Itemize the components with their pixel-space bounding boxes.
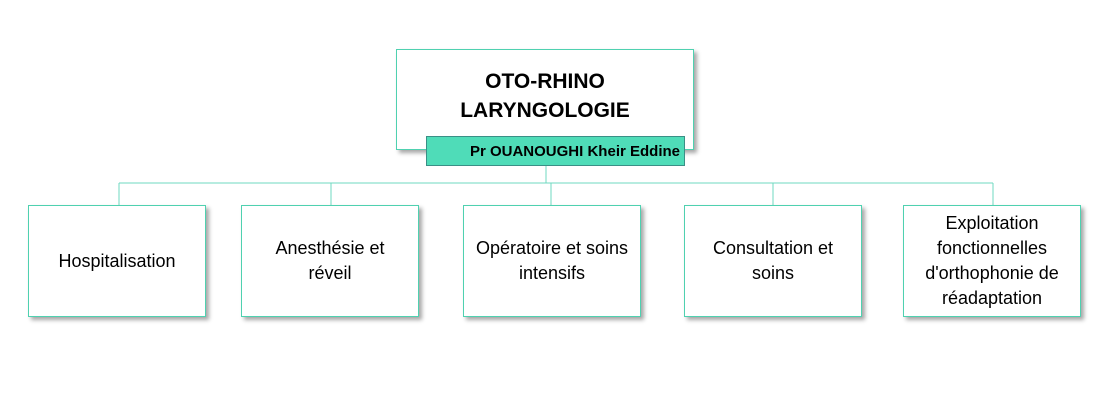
root-node-orl: OTO-RHINO LARYNGOLOGIE bbox=[396, 49, 694, 150]
node-consultation-soins: Consultation et soins bbox=[684, 205, 862, 317]
head-of-department-label: Pr OUANOUGHI Kheir Eddine bbox=[426, 136, 685, 166]
node-hospitalisation: Hospitalisation bbox=[28, 205, 206, 317]
node-label: Hospitalisation bbox=[58, 250, 176, 271]
node-label: Opératoire et soins intensifs bbox=[475, 238, 629, 283]
node-label: Exploitation fonctionnelles d'orthophoni… bbox=[925, 213, 1059, 308]
root-title: OTO-RHINO LARYNGOLOGIE bbox=[460, 70, 630, 122]
node-label: Consultation et soins bbox=[712, 238, 834, 283]
node-label: Anesthésie et réveil bbox=[275, 238, 385, 283]
node-exploitation-orthophonie: Exploitation fonctionnelles d'orthophoni… bbox=[903, 205, 1081, 317]
node-operatoire-soins-intensifs: Opératoire et soins intensifs bbox=[463, 205, 641, 317]
node-anesthesie-reveil: Anesthésie et réveil bbox=[241, 205, 419, 317]
